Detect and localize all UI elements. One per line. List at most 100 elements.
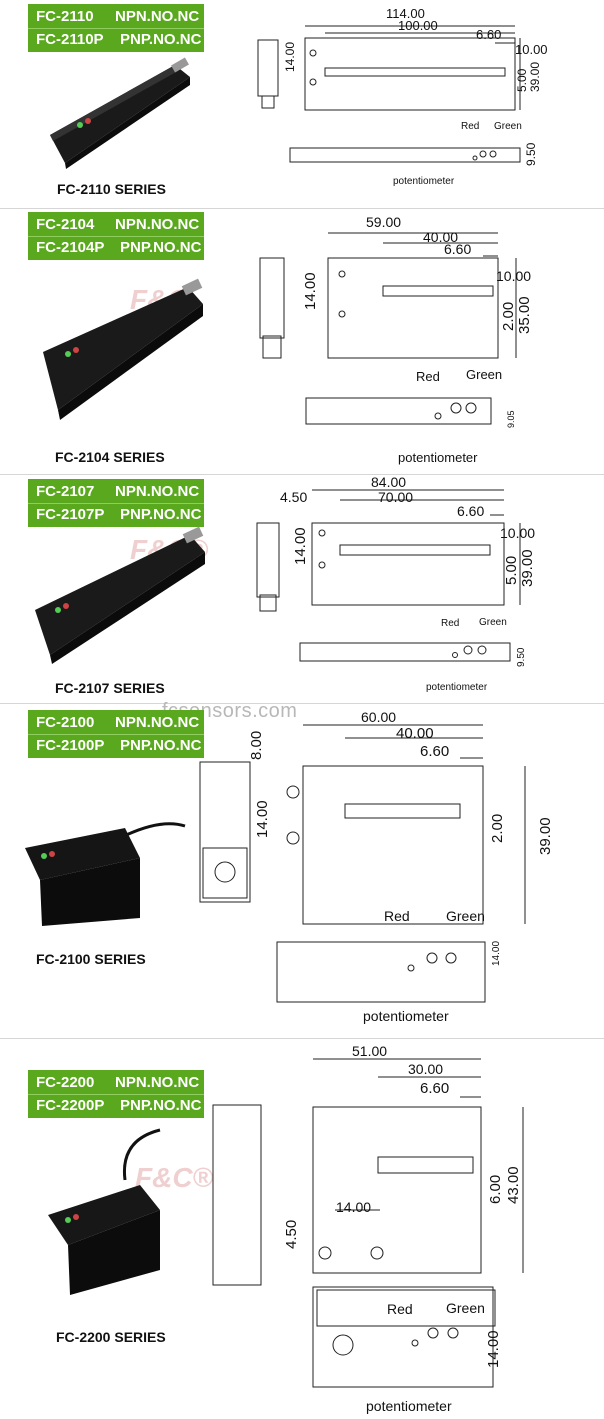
- dim-slot-width: 6.60: [476, 27, 502, 42]
- model-name-p: FC-2104P: [36, 239, 105, 256]
- model-name: FC-2100: [36, 714, 95, 731]
- led-green-label: Green: [446, 1300, 485, 1316]
- dim-thickness: 9.50: [516, 647, 527, 667]
- dim-width: 84.00: [371, 474, 407, 490]
- model-name: FC-2104: [36, 216, 95, 233]
- series-title: FC-2110 SERIES: [57, 181, 166, 197]
- output-type: NPN.NO.NC: [115, 216, 200, 233]
- dimension-drawing: [257, 25, 521, 163]
- dim-slot-width: 6.60: [420, 743, 450, 760]
- dim-thickness: 9.05: [506, 410, 516, 428]
- output-type-p: PNP.NO.NC: [120, 506, 202, 523]
- led-red-label: Red: [384, 908, 410, 924]
- led-red-label: Red: [441, 618, 460, 629]
- dim-slot-width: 6.60: [420, 1080, 450, 1097]
- section-divider: [0, 208, 604, 209]
- dim-thickness: 14.00: [491, 940, 502, 966]
- dim-side: 14.00: [283, 41, 297, 72]
- dim-slot-length: 40.00: [396, 725, 434, 742]
- dim-slot-length: 30.00: [408, 1061, 444, 1077]
- output-type: NPN.NO.NC: [115, 8, 200, 25]
- dim-width: 59.00: [366, 214, 402, 230]
- model-name-p: FC-2200P: [36, 1097, 105, 1114]
- dim-side: 14.00: [292, 527, 309, 565]
- model-badge: FC-2110 NPN.NO.NC FC-2110P PNP.NO.NC: [28, 4, 204, 52]
- output-type-p: PNP.NO.NC: [120, 31, 202, 48]
- dim-edge: 4.50: [280, 489, 308, 505]
- dim-height: 39.00: [528, 61, 542, 92]
- dim-hole-spacing: 14.00: [336, 1199, 372, 1215]
- output-type: NPN.NO.NC: [115, 1074, 200, 1091]
- section-divider: [0, 474, 604, 475]
- model-name: FC-2200: [36, 1074, 95, 1091]
- dim-slot-depth: 2.00: [489, 813, 506, 843]
- dim-thickness: 9.50: [524, 142, 538, 166]
- model-name-p: FC-2100P: [36, 737, 105, 754]
- dim-slot-depth: 2.00: [500, 301, 517, 331]
- dimension-drawing: [259, 232, 517, 425]
- potentiometer-label: potentiometer: [398, 450, 478, 465]
- led-green-label: Green: [446, 908, 485, 924]
- dim-slot-length: 70.00: [378, 489, 414, 505]
- output-type: NPN.NO.NC: [115, 714, 200, 731]
- dim-slot-depth: 5.00: [503, 555, 520, 585]
- section-divider: [0, 703, 604, 704]
- output-type-p: PNP.NO.NC: [120, 1097, 202, 1114]
- series-title: FC-2104 SERIES: [55, 449, 165, 465]
- output-type: NPN.NO.NC: [115, 483, 200, 500]
- series-title: FC-2100 SERIES: [36, 951, 146, 967]
- model-badge: FC-2107 NPN.NO.NC FC-2107P PNP.NO.NC: [28, 479, 204, 527]
- model-badge: FC-2104 NPN.NO.NC FC-2104P PNP.NO.NC: [28, 212, 204, 260]
- dimension-drawing: [256, 489, 521, 662]
- led-green-label: Green: [466, 367, 503, 382]
- dim-height: 39.00: [519, 549, 536, 587]
- dim-width: 51.00: [352, 1043, 388, 1059]
- dim-top: 10.00: [515, 42, 548, 57]
- dim-width: 114.00: [386, 6, 425, 21]
- brand-watermark-logo: F&C®: [135, 1162, 214, 1193]
- potentiometer-label: potentiometer: [393, 176, 455, 187]
- dim-height: 35.00: [516, 296, 533, 334]
- dim-height: 43.00: [505, 1166, 522, 1204]
- sensor-photo: [35, 526, 205, 664]
- led-red-label: Red: [387, 1301, 413, 1317]
- sensor-photo: [43, 278, 203, 420]
- dim-slot-length: 100.00: [398, 18, 438, 33]
- model-name-p: FC-2107P: [36, 506, 105, 523]
- dim-top: 10.00: [496, 268, 532, 284]
- led-red-label: Red: [416, 369, 440, 384]
- dim-top: 10.00: [500, 525, 536, 541]
- dim-edge: 4.50: [283, 1219, 300, 1249]
- series-title: FC-2200 SERIES: [56, 1329, 166, 1345]
- dim-side: 14.00: [254, 800, 271, 838]
- sensor-photo: [25, 822, 186, 926]
- output-type-p: PNP.NO.NC: [120, 737, 202, 754]
- dim-thickness: 14.00: [485, 1330, 502, 1368]
- dim-slot-depth: 6.00: [487, 1174, 504, 1204]
- dim-top: 8.00: [248, 730, 265, 760]
- dim-slot-length: 40.00: [423, 229, 459, 245]
- dimension-drawing: [212, 1058, 524, 1388]
- dim-side: 14.00: [302, 272, 319, 310]
- model-name-p: FC-2110P: [36, 31, 104, 48]
- led-green-label: Green: [479, 617, 507, 628]
- sensor-photo: [48, 1128, 161, 1295]
- led-green-label: Green: [494, 121, 522, 132]
- led-red-label: Red: [461, 121, 480, 132]
- series-title: FC-2107 SERIES: [55, 680, 165, 696]
- sensor-photo: [50, 57, 190, 169]
- dimension-drawing: [199, 724, 526, 1003]
- model-badge: FC-2200 NPN.NO.NC FC-2200P PNP.NO.NC: [28, 1070, 204, 1118]
- potentiometer-label: potentiometer: [366, 1398, 452, 1414]
- section-divider: [0, 1038, 604, 1039]
- dim-slot-width: 6.60: [457, 503, 485, 519]
- dim-height: 39.00: [537, 817, 554, 855]
- dim-slot-depth: 5.00: [515, 68, 529, 92]
- model-name: FC-2107: [36, 483, 95, 500]
- potentiometer-label: potentiometer: [426, 682, 488, 693]
- output-type-p: PNP.NO.NC: [120, 239, 202, 256]
- model-name: FC-2110: [36, 8, 94, 25]
- dim-slot-width: 6.60: [444, 241, 472, 257]
- model-badge: FC-2100 NPN.NO.NC FC-2100P PNP.NO.NC: [28, 710, 204, 758]
- dim-width: 60.00: [361, 709, 397, 725]
